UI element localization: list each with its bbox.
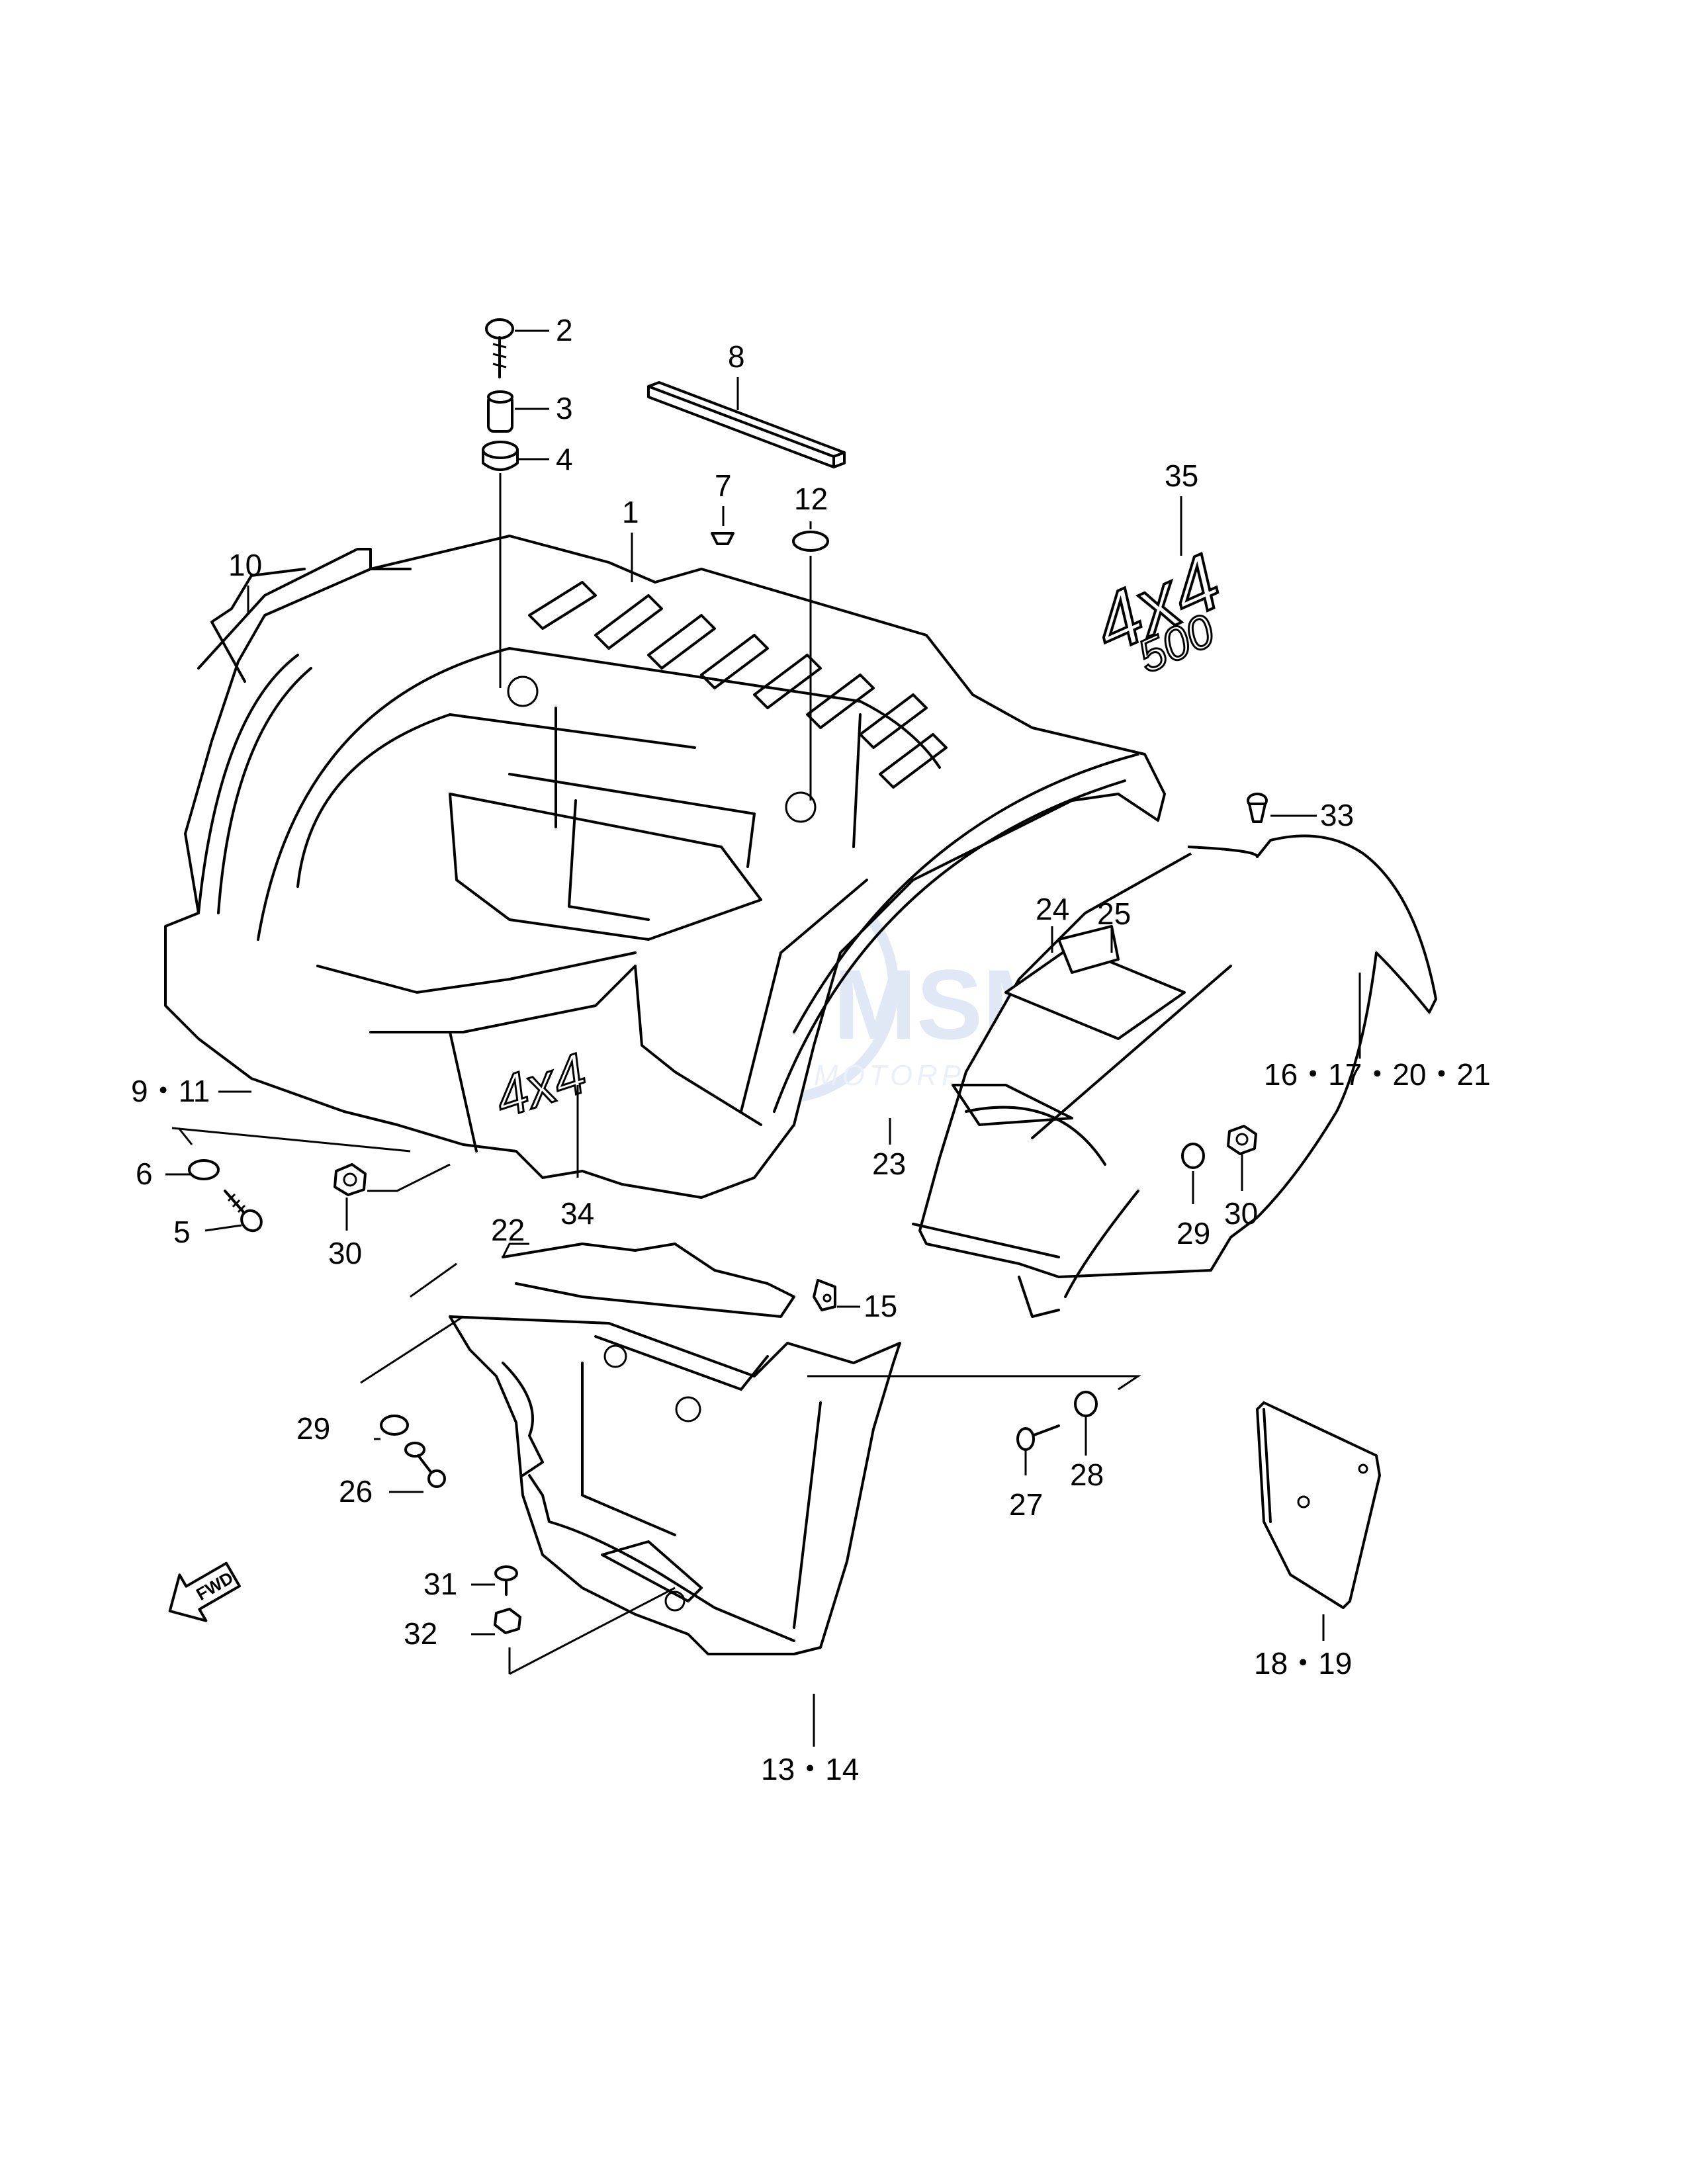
callout-27: 27 (1009, 1487, 1043, 1522)
callout-22: 22 (491, 1213, 525, 1247)
callout-18-19: 18・19 (1254, 1646, 1352, 1681)
callout-26: 26 (339, 1474, 373, 1508)
callout-3: 3 (556, 391, 573, 425)
callout-28: 28 (1070, 1458, 1104, 1492)
inner-fender-13 (449, 1315, 901, 1655)
bracket-15 (813, 1279, 836, 1311)
emblem-35: 4x4 500 (1079, 536, 1235, 684)
washer-6 (188, 1159, 220, 1180)
bolt-5 (224, 1190, 263, 1233)
bolt-31 (494, 1565, 518, 1596)
callout-24: 24 (1036, 892, 1069, 926)
leaders (165, 329, 1361, 1747)
grommet-4 (482, 441, 519, 471)
nut-30b (1227, 1125, 1257, 1155)
callout-10: 10 (228, 548, 262, 582)
nut-32 (494, 1608, 521, 1634)
callout-29b: 29 (296, 1411, 330, 1446)
pad-25 (1057, 925, 1120, 974)
fender-flap-16 (912, 834, 1437, 1318)
leader-27-28 (807, 1375, 1141, 1475)
leader-29a (360, 1315, 464, 1384)
callout-35: 35 (1165, 459, 1198, 493)
clip-33 (1247, 793, 1268, 823)
callout-31: 31 (423, 1567, 457, 1601)
callout-6: 6 (136, 1157, 153, 1191)
callout-1: 1 (622, 495, 639, 529)
pad-23 (952, 1084, 1073, 1126)
left-cover-10 (197, 548, 412, 683)
callout-5: 5 (173, 1215, 191, 1249)
rear-fender-main: 4x4 (164, 535, 1166, 1199)
callout-13-14: 13・14 (761, 1752, 859, 1786)
bolt-26 (404, 1442, 446, 1488)
callout-32: 32 (404, 1616, 437, 1651)
leader-22 (410, 1243, 529, 1298)
callout-2: 2 (556, 313, 573, 347)
leader-5-6 (171, 1127, 411, 1153)
callout-29a: 29 (1177, 1216, 1210, 1250)
callout-labels: 2 3 4 8 1 7 12 35 10 33 24 25 16・17・20・2… (131, 313, 1491, 1786)
fwd-arrow-icon: FWD (168, 1561, 241, 1622)
bolt-2 (485, 318, 514, 378)
callout-30a: 30 (328, 1236, 362, 1270)
clip-7 (711, 532, 734, 545)
washer-29a (380, 1415, 409, 1436)
callout-25: 25 (1097, 896, 1131, 931)
deck-slots (528, 581, 948, 789)
callout-33: 33 (1320, 798, 1354, 832)
strip-8 (647, 381, 846, 468)
collar-3 (487, 390, 513, 433)
washer-28 (1074, 1391, 1098, 1417)
leader-30a-ext (367, 1163, 451, 1192)
callout-15: 15 (864, 1289, 897, 1323)
pad-24 (1004, 945, 1186, 1040)
callout-9-11: 9・11 (131, 1074, 210, 1108)
strip-22 (502, 1243, 795, 1318)
leader-31-32 (508, 1587, 676, 1675)
mud-flap-18 (1256, 1401, 1381, 1609)
callout-8: 8 (728, 339, 745, 374)
callout-7: 7 (715, 468, 732, 503)
callout-23: 23 (872, 1147, 906, 1181)
callout-34: 34 (560, 1196, 594, 1231)
bolt-27 (1016, 1424, 1060, 1451)
callout-12: 12 (794, 482, 828, 516)
nut-30a (333, 1163, 367, 1196)
callout-4: 4 (556, 442, 573, 476)
grommet-12 (792, 531, 829, 552)
callout-16-17-20-21: 16・17・20・21 (1264, 1057, 1491, 1092)
callout-30b: 30 (1224, 1196, 1258, 1231)
washer-29b (1181, 1143, 1205, 1169)
